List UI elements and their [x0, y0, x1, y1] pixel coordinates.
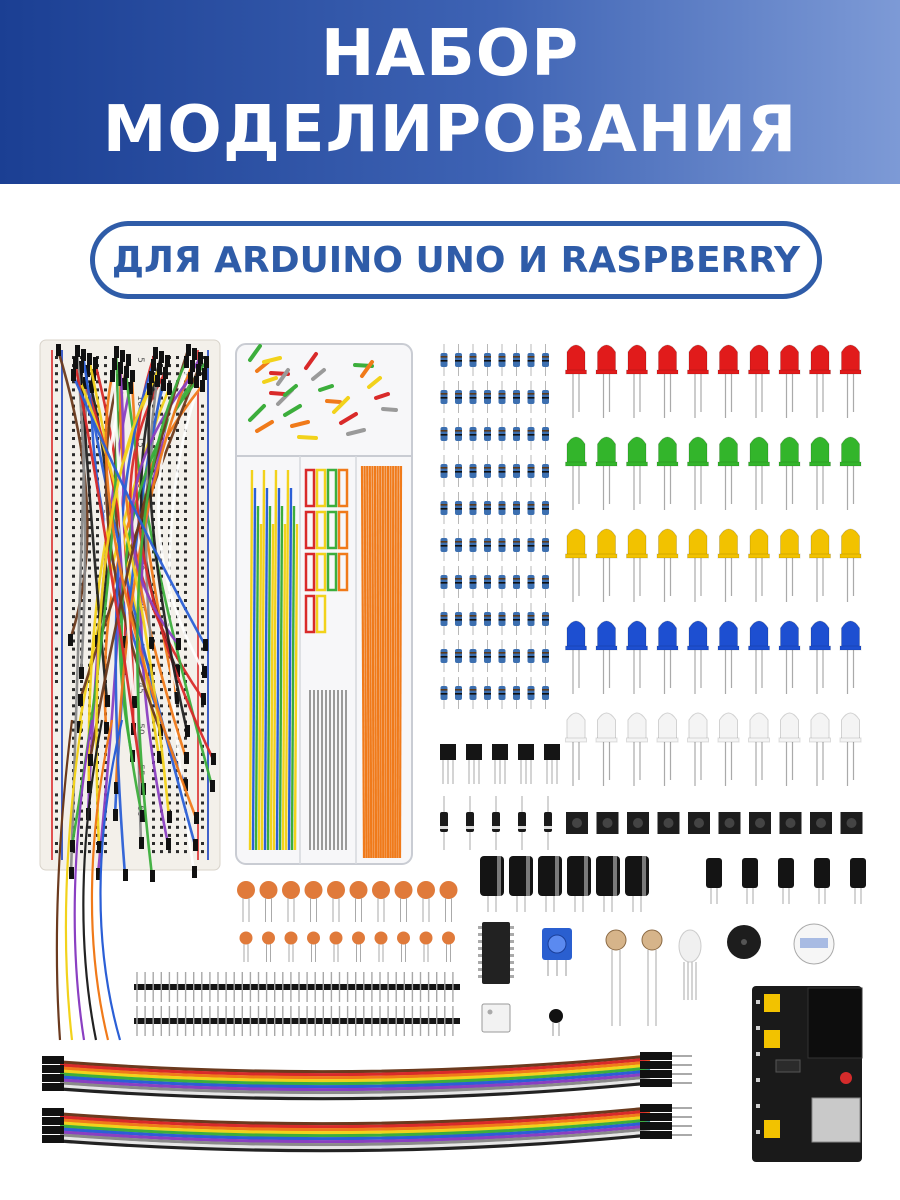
dupont-ribbon-cables — [42, 719, 692, 1153]
jumper-wire-kit-box — [235, 343, 413, 865]
transistors — [440, 744, 560, 784]
kit-wires — [248, 344, 403, 859]
breadboard-number: 15 — [135, 436, 145, 447]
jumper-wire-bundle — [56, 344, 216, 882]
title-banner: НАБОР МОДЕЛИРОВАНИЯ — [0, 0, 900, 184]
breadboard-number: 10 — [135, 395, 145, 407]
breadboard-power-module — [752, 986, 863, 1162]
resistor-array — [440, 344, 549, 709]
title-line-2: МОДЕЛИРОВАНИЯ — [102, 93, 798, 167]
breadboard-number: 5 — [135, 357, 145, 363]
misc-components — [478, 922, 835, 1036]
title-line-1: НАБОР — [320, 17, 580, 91]
pin-headers — [134, 972, 460, 1036]
tactile-buttons — [566, 812, 863, 834]
diodes — [440, 796, 552, 850]
ceramic-capacitors — [237, 881, 458, 962]
led-array — [565, 344, 862, 786]
breadboard-number: 45 — [135, 682, 145, 693]
product-photo: 51015202530354045505560 — [39, 339, 866, 1162]
subtitle-text: ДЛЯ ARDUINO UNO И RASPBERRY — [111, 239, 801, 281]
subtitle-pill: ДЛЯ ARDUINO UNO И RASPBERRY — [90, 221, 822, 299]
electrolytic-capacitors — [480, 856, 866, 912]
